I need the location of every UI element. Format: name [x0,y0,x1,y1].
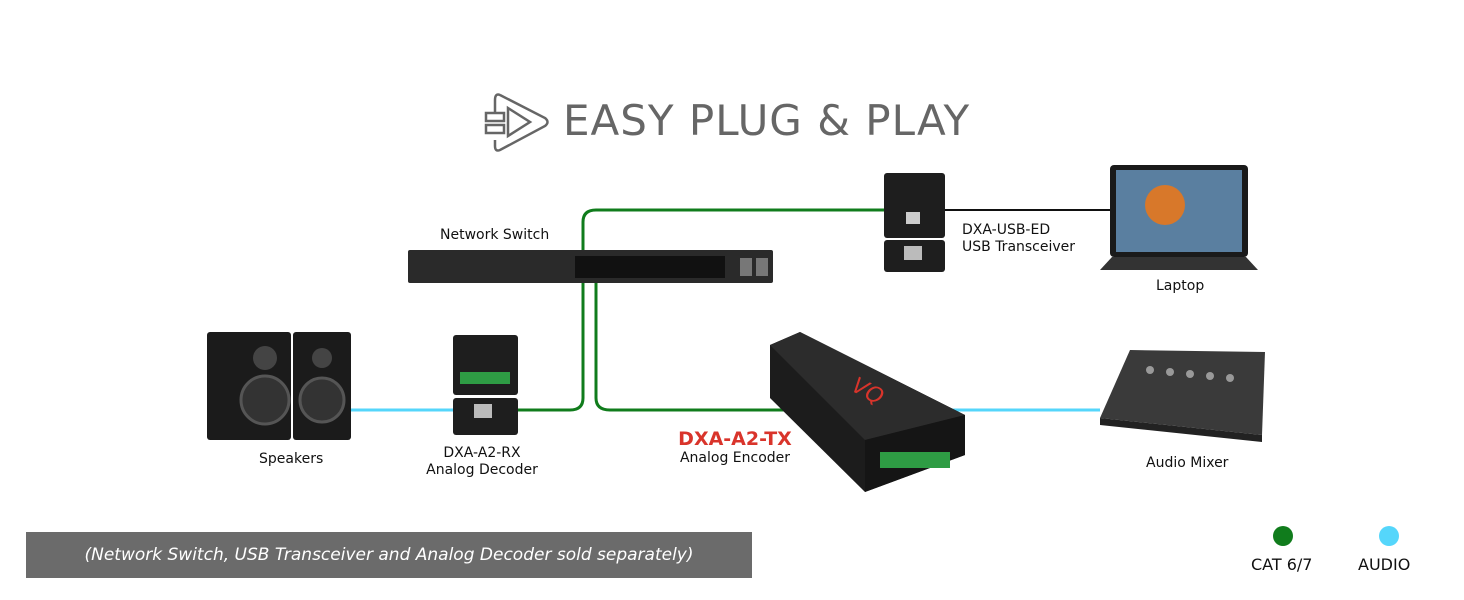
usb-model: DXA-USB-ED [962,222,1051,238]
usb-label: DXA-USB-ED USB Transceiver [962,222,1075,256]
rx-desc: Analog Decoder [426,462,538,478]
switch-label: Network Switch [440,227,550,243]
tx-model: DXA-A2-TX [678,428,792,450]
usb-transceiver [884,173,945,272]
legend-label-audio: AUDIO [1358,555,1411,574]
legend-swatch-audio [1379,526,1399,546]
laptop [1100,165,1258,270]
page-title: EASY PLUG & PLAY [563,96,971,145]
cat-cables [518,208,884,412]
laptop-label: Laptop [1156,278,1205,294]
plug-play-icon [484,93,549,152]
cable-switch-usb [581,208,884,252]
speakers-label: Speakers [259,451,324,467]
legend-swatch-cat [1273,526,1293,546]
usb-desc: USB Transceiver [962,239,1076,255]
analog-decoder [453,335,518,435]
rx-model: DXA-A2-RX [443,445,521,461]
network-switch [408,250,773,283]
legend-label-cat: CAT 6/7 [1251,555,1313,574]
analog-encoder: VQ [770,332,965,492]
tx-desc: Analog Encoder [679,450,791,466]
sold-separately-note: (Network Switch, USB Transceiver and Ana… [26,532,752,578]
speakers [207,332,351,440]
audio-mixer [1100,350,1265,442]
cable-switch-tx [594,283,790,412]
cable-switch-rx [518,283,585,412]
rx-label: DXA-A2-RX Analog Decoder [420,445,544,479]
tx-label: DXA-A2-TX Analog Encoder [672,428,798,467]
mixer-label: Audio Mixer [1146,455,1229,471]
